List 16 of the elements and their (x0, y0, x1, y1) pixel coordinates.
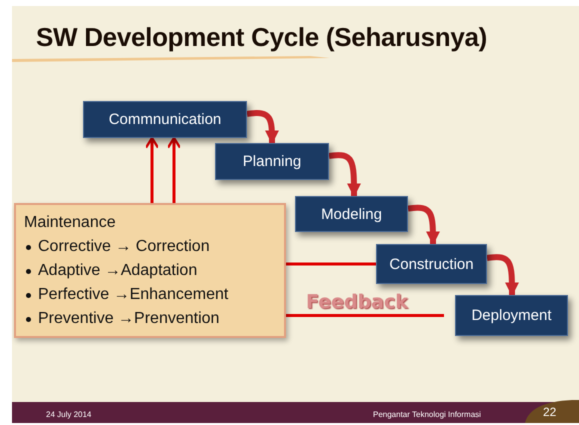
bullet-item: Perfective →Enhancement (24, 283, 276, 307)
footer-text: Pengantar Teknologi Informasi (373, 410, 481, 419)
page-number: 22 (543, 405, 556, 419)
title: SW Development Cycle (Seharusnya) (36, 22, 488, 53)
process-box: Planning (215, 143, 329, 180)
bullet-item: Adaptive →Adaptation (24, 259, 276, 283)
bullet-item: Preventive →Prenvention (24, 307, 276, 331)
process-box: Modeling (295, 196, 408, 232)
process-box: Deployment (455, 295, 568, 336)
process-box: Construction (376, 244, 487, 284)
maintenance-panel (14, 203, 286, 338)
process-box: Commnunication (83, 101, 247, 138)
panel-heading: Maintenance (24, 213, 117, 233)
edge-label: Feedback (306, 290, 408, 312)
bullet-item: Corrective → Correction (24, 235, 276, 259)
footer-text: 24 July 2014 (46, 410, 92, 419)
